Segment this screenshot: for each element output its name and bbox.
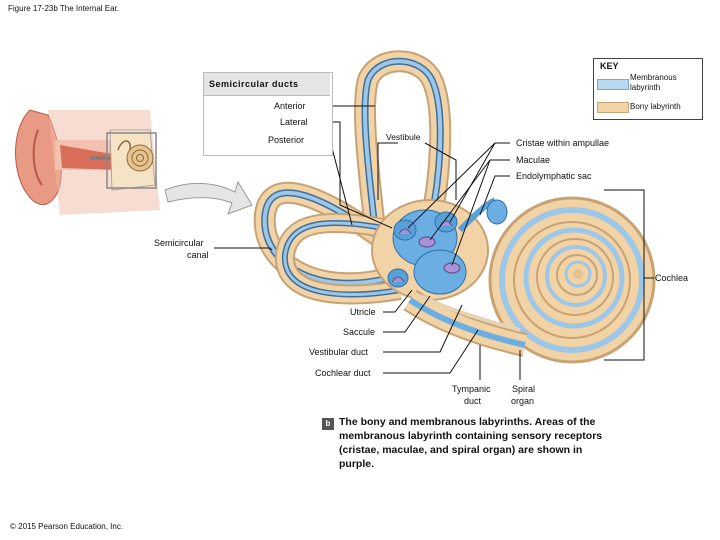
semicircular-ducts-header xyxy=(204,73,330,96)
membranous-swatch xyxy=(597,79,629,90)
semicircular-ducts-title: Semicircular ducts xyxy=(209,79,299,89)
label-semicircular-canal-1: Semicircular xyxy=(154,238,204,248)
label-endolymphatic-sac: Endolymphatic sac xyxy=(516,171,592,181)
label-tympanic-duct-2: duct xyxy=(464,396,482,406)
bony-swatch xyxy=(597,102,629,113)
label-cochlea: Cochlea xyxy=(655,273,689,283)
key-bony-label: Bony labyrinth xyxy=(630,102,681,111)
caption-badge: b xyxy=(322,418,334,430)
key-membranous-label: Membranous labyrinth xyxy=(630,73,677,92)
label-maculae: Maculae xyxy=(516,155,551,165)
label-cristae: Cristae within ampullae xyxy=(516,138,610,148)
figure-caption: The bony and membranous labyrinths. Area… xyxy=(339,416,603,470)
label-cochlear-duct: Cochlear duct xyxy=(315,368,371,378)
label-anterior: Anterior xyxy=(274,101,306,111)
label-semicircular-canal-2: canal xyxy=(187,250,209,260)
label-tympanic-duct-1: Tympanic xyxy=(452,384,491,394)
label-vestibule: Vestibule xyxy=(386,132,421,142)
copyright-notice: © 2015 Pearson Education, Inc. xyxy=(10,522,124,531)
legend-key: KEY Membranous labyrinth Bony labyrinth xyxy=(593,58,703,120)
label-lateral: Lateral xyxy=(280,117,308,127)
label-saccule: Saccule xyxy=(343,327,376,337)
label-posterior: Posterior xyxy=(268,135,305,145)
label-spiral-organ-2: organ xyxy=(511,396,535,406)
figure-title: Figure 17-23b The Internal Ear. xyxy=(8,4,120,13)
ear-inset xyxy=(15,109,160,215)
key-title: KEY xyxy=(600,61,619,71)
label-spiral-organ-1: Spiral xyxy=(512,384,536,394)
label-vestibular-duct: Vestibular duct xyxy=(309,347,369,357)
label-utricle: Utricle xyxy=(350,307,376,317)
cochlea-spiral xyxy=(488,196,656,364)
